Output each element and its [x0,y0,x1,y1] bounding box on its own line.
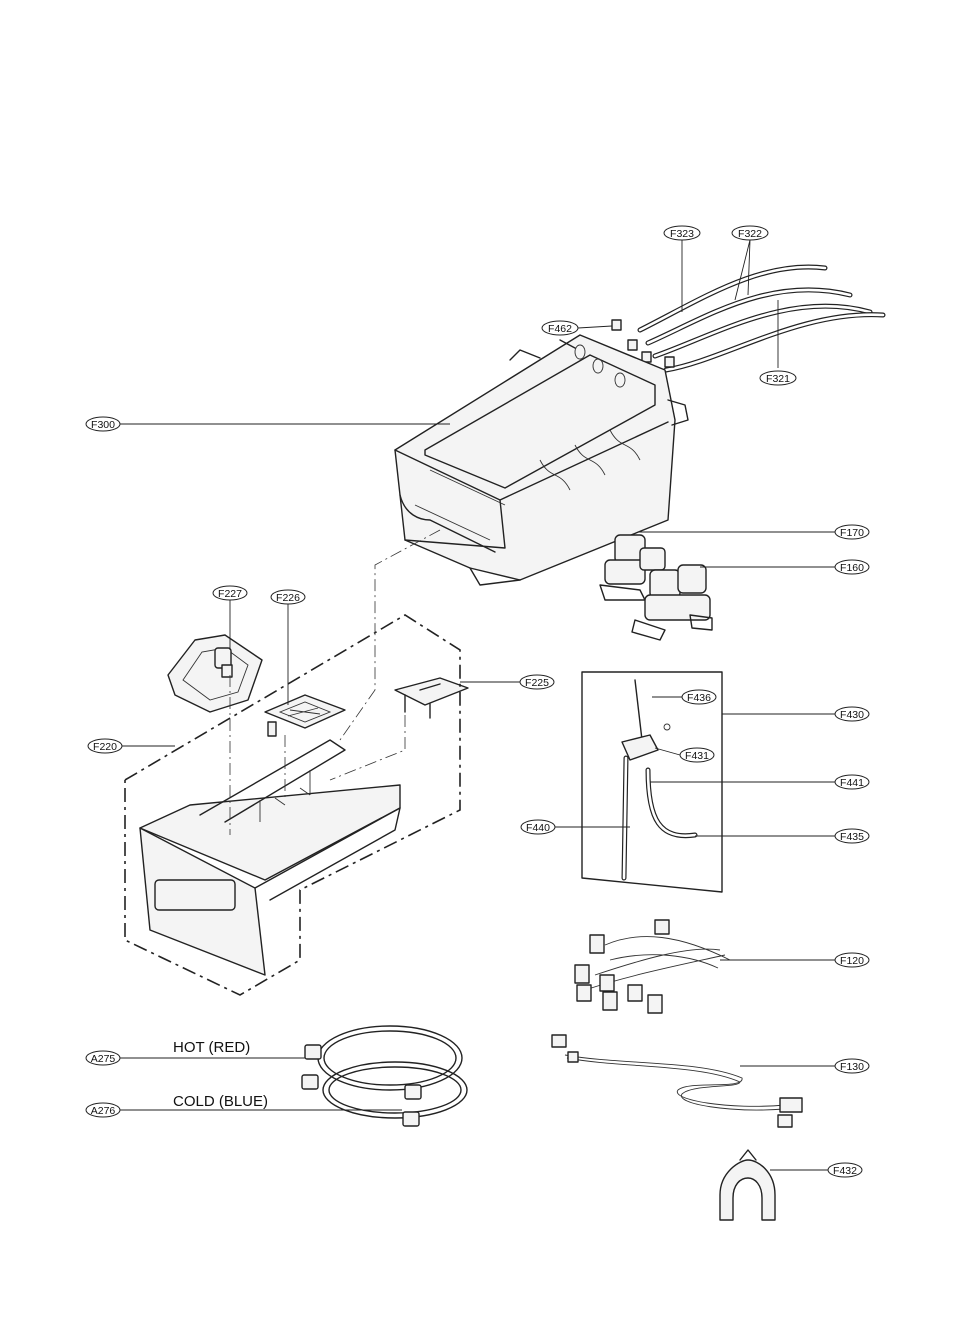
inlet-hoses-a275-a276 [301,1025,468,1127]
callout-f432-label: F432 [833,1165,857,1177]
guide-lines [229,529,441,835]
callout-f120: F120 [834,952,870,968]
callout-f440-label: F440 [526,822,550,834]
leader-lines [120,239,835,1171]
callout-f130-label: F130 [840,1061,864,1073]
callout-f432: F432 [827,1162,863,1178]
callout-f462-label: F462 [548,323,572,335]
callout-f323: F323 [663,225,701,241]
callout-a276-label: A276 [91,1105,116,1117]
callout-f170: F170 [834,524,870,540]
callout-f226-label: F226 [276,592,300,604]
callout-f435: F435 [834,828,870,844]
callout-f300-label: F300 [91,419,115,431]
siphon-cap-f226 [264,694,346,737]
callout-f322-label: F322 [738,228,762,240]
callout-f225: F225 [519,674,555,690]
callout-f323-label: F323 [670,228,694,240]
callout-f430: F430 [834,706,870,722]
water-valves-f160-f170 [599,534,713,641]
callout-f226: F226 [270,589,306,605]
callout-f227-label: F227 [218,588,242,600]
siphon-cap-f227 [167,634,263,713]
callout-f441: F441 [834,774,870,790]
wire-harness-f130 [551,1034,803,1128]
callout-f170-label: F170 [840,527,864,539]
callout-f220-label: F220 [93,741,117,753]
hose-clip-f432 [719,1149,776,1221]
callout-f225-label: F225 [525,677,549,689]
callout-f120-label: F120 [840,955,864,967]
callout-f227: F227 [212,585,248,601]
callout-f440: F440 [520,819,556,835]
callout-f431-label: F431 [685,750,709,762]
callout-f220: F220 [87,738,123,754]
hot-red-label: HOT (RED) [173,1039,250,1056]
callout-f321-label: F321 [766,373,790,385]
callout-f160-label: F160 [840,562,864,574]
callout-a275: A275 [85,1050,121,1066]
callout-f321: F321 [759,370,797,386]
callout-a276: A276 [85,1102,121,1118]
callout-f130: F130 [834,1058,870,1074]
callout-f436: F436 [681,689,717,705]
siphon-cap-f225 [394,677,469,719]
callout-f300: F300 [85,416,121,432]
wire-harness-f120 [574,919,731,1014]
callout-f160: F160 [834,559,870,575]
callout-f436-label: F436 [687,692,711,704]
drain-assembly-box-f430 [581,671,723,893]
callout-f462: F462 [541,320,579,336]
callout-f430-label: F430 [840,709,864,721]
callout-f435-label: F435 [840,831,864,843]
callout-f431: F431 [679,747,715,763]
callout-f322: F322 [731,225,769,241]
callout-f441-label: F441 [840,777,864,789]
callout-a275-label: A275 [91,1053,116,1065]
inlet-hoses-f321-f322-f323 [611,264,886,373]
cold-blue-label: COLD (BLUE) [173,1093,268,1110]
dispenser-housing-f300 [394,334,689,586]
